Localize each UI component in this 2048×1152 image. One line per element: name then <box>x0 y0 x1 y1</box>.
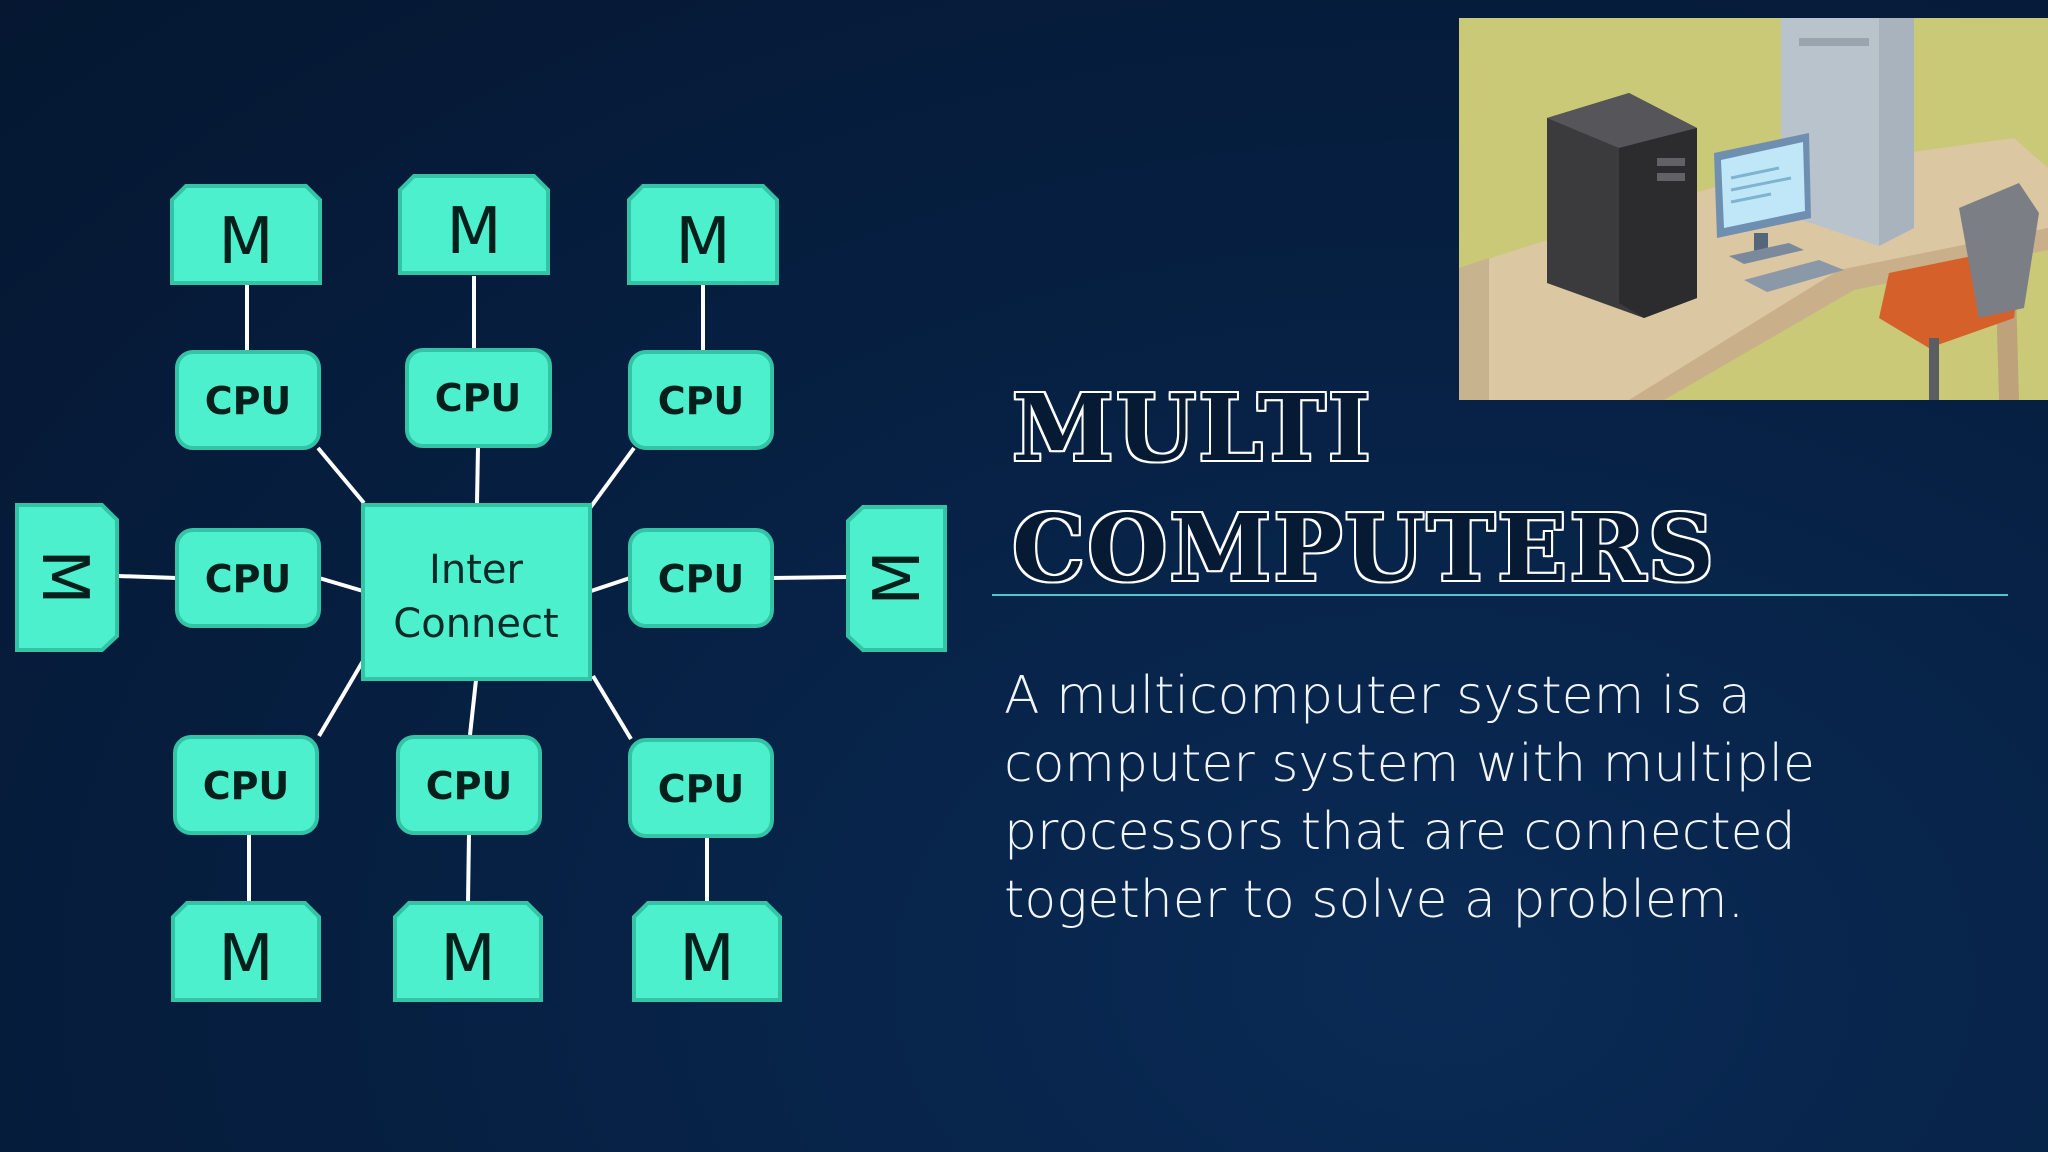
memory-node-top-2 <box>398 174 550 275</box>
cpu-label: CPU <box>205 557 292 601</box>
cpu-label: CPU <box>203 764 290 808</box>
cpu-label: CPU <box>426 764 513 808</box>
memory-node-left <box>15 503 119 652</box>
interconnect-node <box>361 503 592 681</box>
cpu-node-5 <box>628 528 774 628</box>
interconnect-label-line1: Inter <box>429 547 523 593</box>
slide-title: MULTI COMPUTERS <box>1012 368 1716 608</box>
cpu-node-4 <box>175 528 321 628</box>
connector-mleft-cpu4 <box>117 574 178 580</box>
cpu-label: CPU <box>435 376 522 420</box>
slide-description: A multicomputer system is a computer sys… <box>1004 666 1816 930</box>
title-divider <box>992 594 2008 596</box>
cpu-node-2 <box>405 348 552 448</box>
connector-cpu3-ic <box>588 446 636 510</box>
memory-node-bottom-1 <box>171 901 321 1002</box>
connector-cpu7-m5 <box>466 832 471 904</box>
interconnect-label-line2: Connect <box>393 601 558 647</box>
cpu-label: CPU <box>658 379 745 423</box>
memory-label: M <box>27 549 101 604</box>
memory-label: M <box>679 922 734 996</box>
cpu-label: CPU <box>658 557 745 601</box>
connectors <box>117 276 847 904</box>
connector-cpu5-mright <box>771 575 847 580</box>
memory-label: M <box>675 205 730 279</box>
connector-ic-cpu8 <box>591 674 633 741</box>
memory-label: M <box>440 922 495 996</box>
slide-title-line2: COMPUTERS <box>1012 494 1717 602</box>
connector-ic-cpu7 <box>468 679 478 736</box>
cpu-label: CPU <box>658 767 745 811</box>
memory-node-top-1 <box>170 184 322 285</box>
cpu-node-3 <box>628 350 774 450</box>
multicomputer-diagram: M M M M M M M M CPU CPU CPU CPU CPU CPU … <box>15 174 947 1002</box>
cpu-node-7 <box>396 735 542 835</box>
memory-label: M <box>861 550 935 605</box>
computer-desk-illustration <box>1459 18 2048 400</box>
cpu-node-8 <box>628 738 774 838</box>
memory-label: M <box>218 205 273 279</box>
cpu-label: CPU <box>205 379 292 423</box>
memory-node-bottom-2 <box>393 901 543 1002</box>
cpu-node-1 <box>175 350 321 450</box>
memory-label: M <box>446 195 501 269</box>
connector-ic-cpu5 <box>590 576 631 593</box>
connector-cpu4-ic <box>318 576 364 593</box>
cpu-node-6 <box>173 735 319 835</box>
memory-node-right <box>846 505 947 652</box>
memory-node-bottom-3 <box>632 901 782 1002</box>
connector-cpu1-ic <box>316 446 366 505</box>
memory-label: M <box>218 922 273 996</box>
connector-ic-cpu6 <box>317 659 365 738</box>
slide-title-line1: MULTI <box>1012 374 1373 482</box>
memory-node-top-3 <box>627 184 779 285</box>
connector-cpu2-ic <box>475 446 480 504</box>
